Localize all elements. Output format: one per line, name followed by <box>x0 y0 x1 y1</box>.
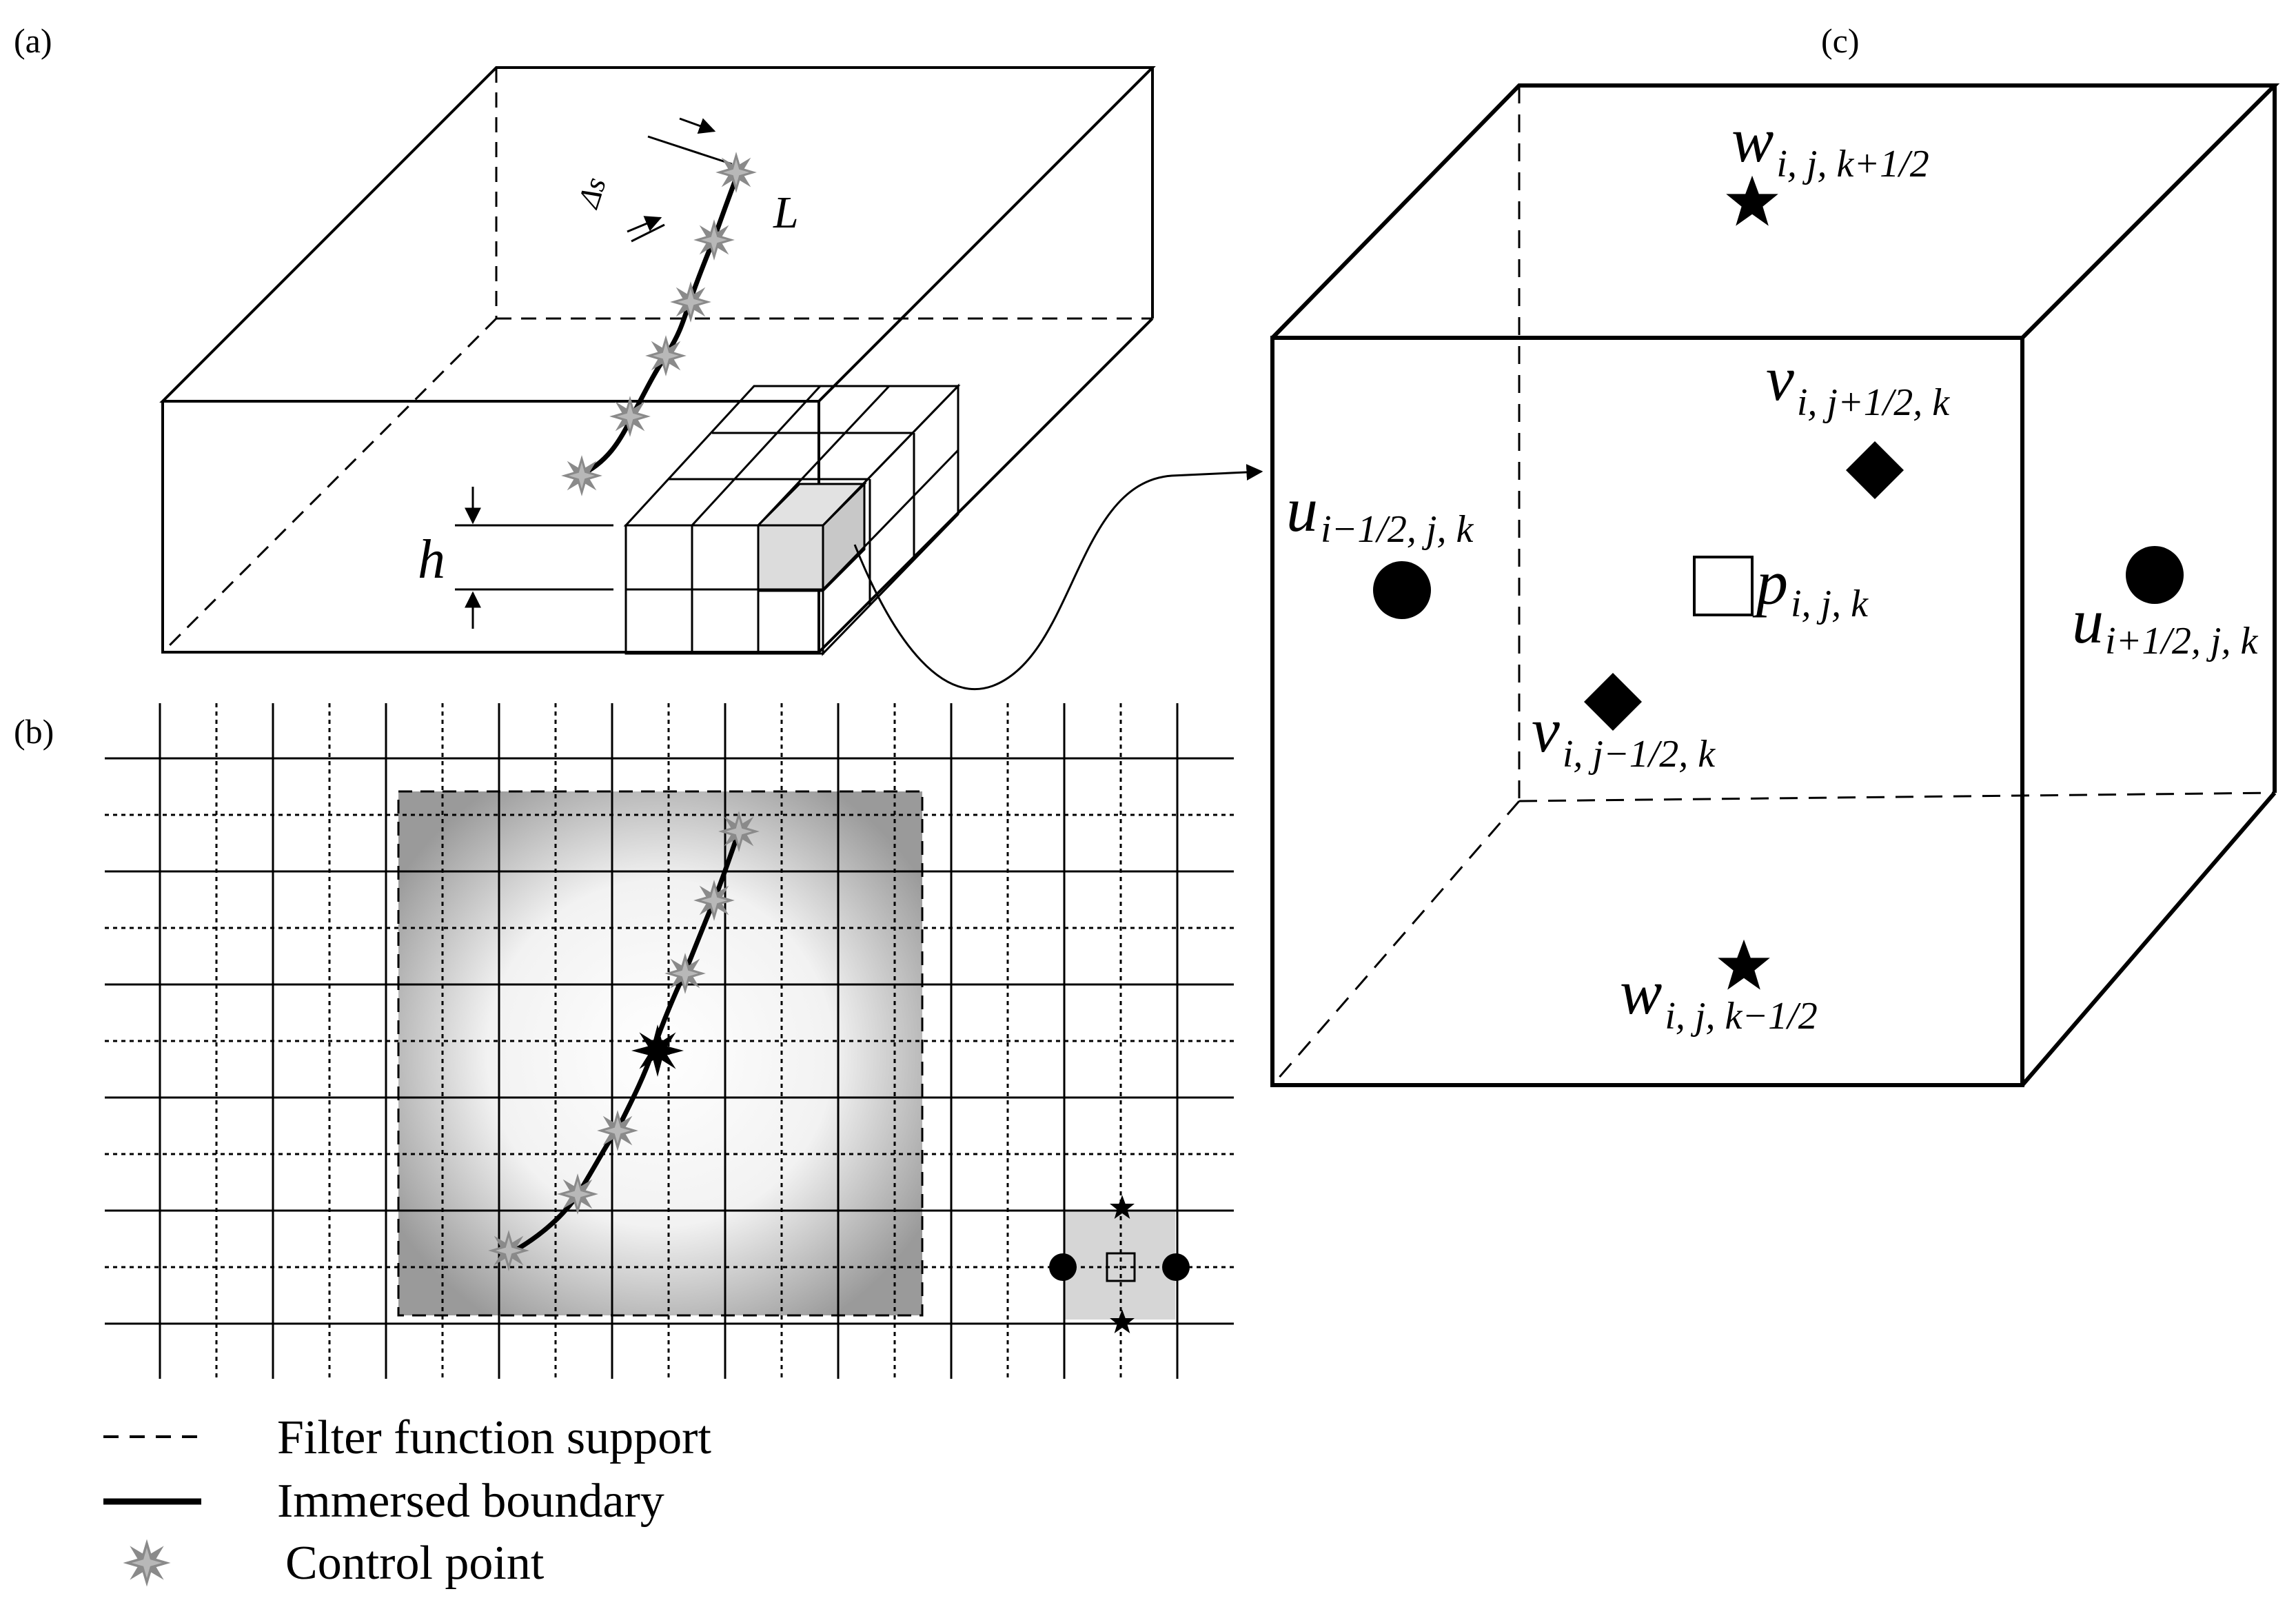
u-right-label: ui+1/2, j, k <box>2072 586 2258 663</box>
w-bottom-label: wi, j, k−1/2 <box>1620 957 1818 1038</box>
u-circle-icon <box>1049 1253 1077 1281</box>
legend-immersed-boundary: Immersed boundary <box>277 1475 664 1528</box>
box-front-face <box>161 401 820 654</box>
cube-bottom-right-edge <box>2020 791 2277 1087</box>
control-point-icon <box>718 811 760 852</box>
p-square-icon <box>1106 1252 1136 1282</box>
control-point-icon <box>670 281 711 323</box>
u-right-circle-icon <box>2126 546 2184 604</box>
h-dimension <box>455 487 613 629</box>
filter-support-outline <box>397 790 924 1317</box>
shaded-cell-front <box>757 524 824 592</box>
control-point-icon <box>693 880 735 921</box>
box-bottom-right-edge <box>817 317 1154 654</box>
panel-label-c: (c) <box>1821 21 1860 60</box>
force-point-icon <box>631 1024 684 1077</box>
u-circle-icon <box>1162 1253 1190 1281</box>
control-point-icon <box>645 335 687 376</box>
delta-s-marker <box>627 117 733 243</box>
control-point-icon <box>715 152 757 193</box>
legend: Filter function support Immersed boundar… <box>103 1411 711 1590</box>
grid-block <box>623 383 961 656</box>
zoom-connector-curve <box>853 464 1263 690</box>
w-top-star-icon <box>1726 175 1778 226</box>
length-label: L <box>773 188 799 238</box>
w-bottom-star-icon <box>1718 939 1770 990</box>
control-point-icon <box>664 953 706 994</box>
v-top-label: vi, j+1/2, k <box>1766 343 1950 424</box>
u-left-circle-icon <box>1373 561 1431 619</box>
control-point-icon <box>561 455 602 496</box>
cell-size-label: h <box>418 529 445 590</box>
cube-markers <box>1373 175 2184 990</box>
control-point-icon <box>609 396 651 437</box>
p-center-label: pi, j, k <box>1752 547 1869 625</box>
panel-c <box>1270 83 2280 1087</box>
cube-hidden-edges <box>1271 85 2275 1086</box>
staggered-mini-cell <box>1049 1195 1190 1333</box>
panel-a <box>159 66 1156 656</box>
legend-control-point: Control point <box>285 1537 545 1590</box>
v-top-diamond-icon <box>1846 441 1904 499</box>
legend-filter-support: Filter function support <box>277 1411 711 1464</box>
v-bottom-diamond-icon <box>1584 673 1642 731</box>
control-point-icon <box>557 1173 598 1215</box>
panel-label-b: (b) <box>14 712 54 751</box>
control-point-icon <box>693 219 735 261</box>
p-center-square-icon <box>1693 556 1754 616</box>
cube-variable-labels: wi, j, k+1/2 vi, j+1/2, k ui−1/2, j, k p… <box>1286 105 2258 1038</box>
panel-label-a: (a) <box>14 21 52 60</box>
control-point-icon <box>488 1230 529 1271</box>
legend-control-point-icon <box>123 1539 171 1587</box>
v-bottom-label: vi, j−1/2, k <box>1532 695 1716 776</box>
delta-s-label: Δs <box>571 173 612 213</box>
cube-front-face <box>1270 336 2024 1087</box>
w-top-label: wi, j, k+1/2 <box>1731 105 1929 185</box>
u-left-label: ui−1/2, j, k <box>1286 474 1474 551</box>
cube-top-face <box>1270 83 2280 340</box>
panel-b <box>105 703 1234 1379</box>
control-point-icon <box>597 1110 638 1151</box>
box-hidden-edges <box>161 68 1152 654</box>
